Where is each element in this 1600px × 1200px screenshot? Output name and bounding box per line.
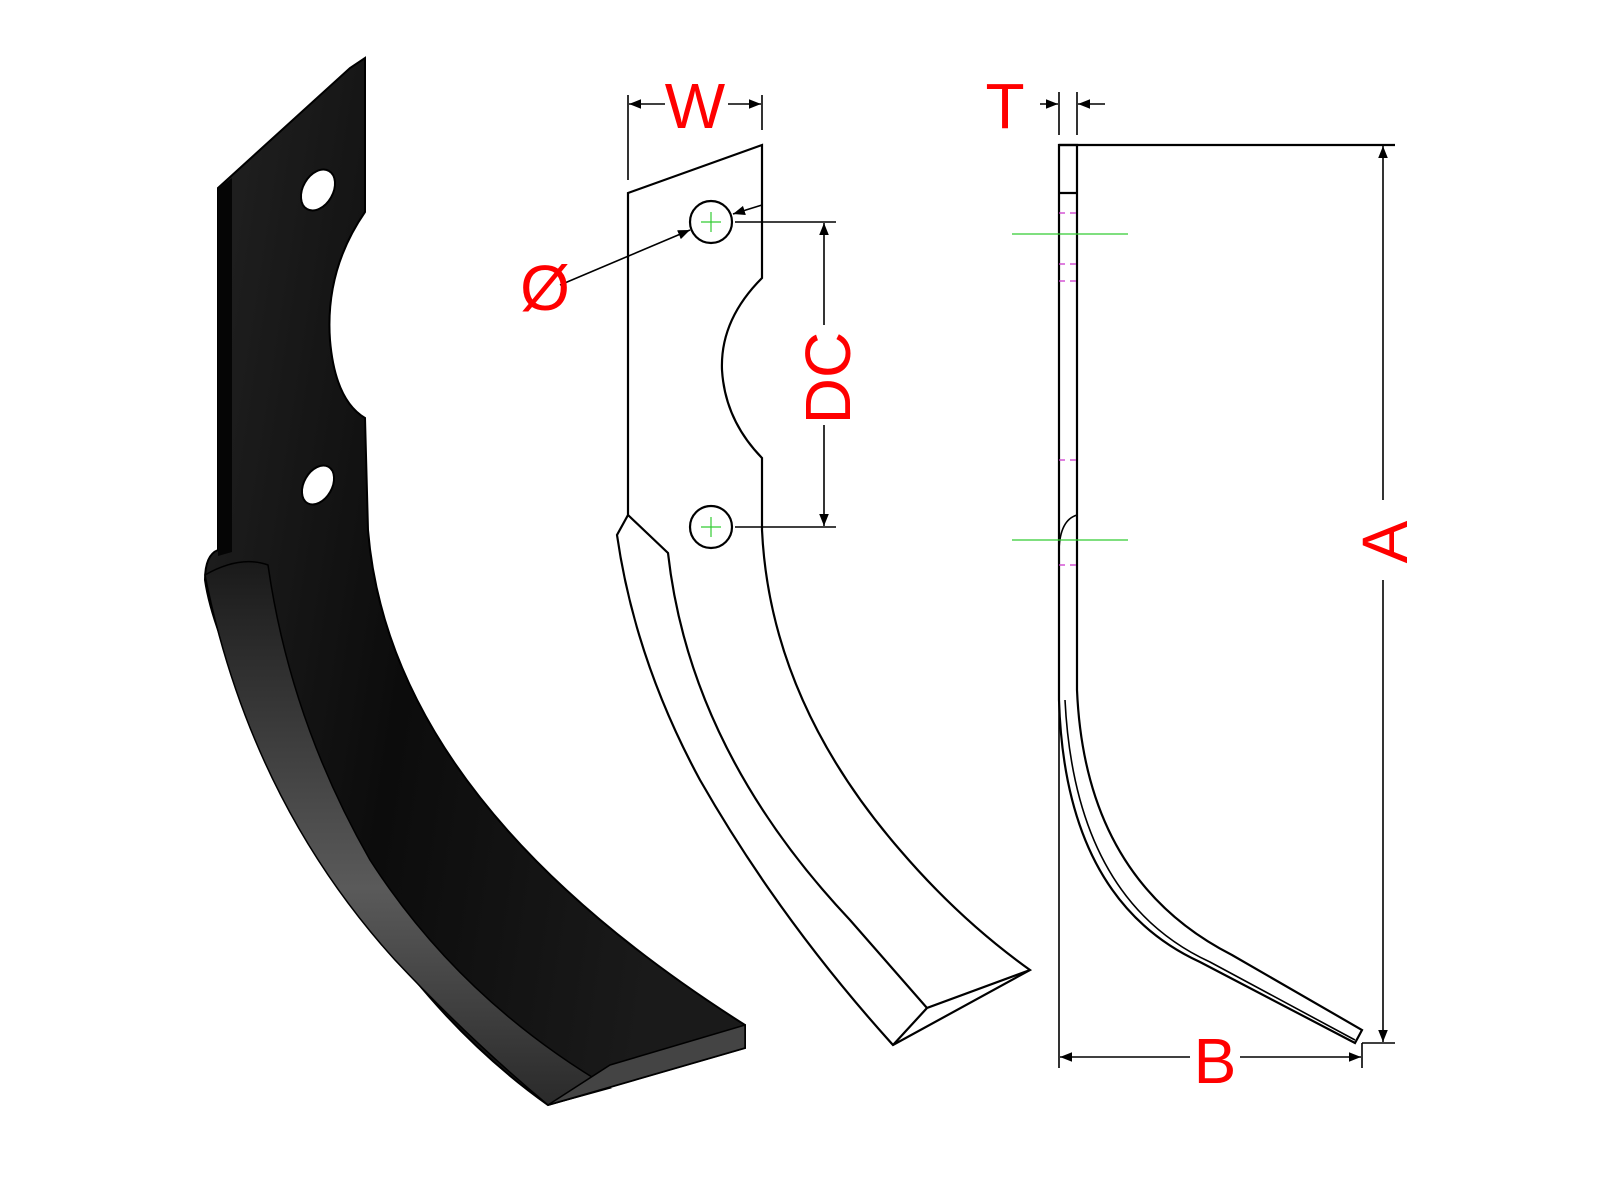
mounting-hole-upper (299, 168, 337, 212)
dimension-dc: DC (735, 221, 864, 528)
dimension-w: W (627, 70, 763, 180)
blade-tip-face (547, 1023, 746, 1106)
blade-side-face (218, 178, 232, 556)
label-w: W (665, 70, 726, 142)
label-a: A (1349, 520, 1421, 563)
mounting-hole-lower (300, 464, 336, 506)
blade-3d-view (203, 56, 746, 1107)
blade-bevel (204, 560, 612, 1106)
blade-side-view (1012, 143, 1395, 1045)
front-hole-lower (688, 504, 734, 550)
label-b: B (1194, 1025, 1237, 1097)
label-diameter: Ø (520, 252, 570, 324)
dimension-a: A (1349, 146, 1421, 1044)
dimension-t: T (985, 70, 1105, 142)
blade-front-view (615, 143, 1033, 1047)
label-dc: DC (792, 332, 864, 424)
label-t: T (985, 70, 1024, 142)
blade-body (203, 56, 746, 1107)
dimension-diameter: Ø (520, 204, 763, 324)
front-hole-upper (688, 199, 734, 245)
dimension-b: B (1058, 700, 1363, 1097)
